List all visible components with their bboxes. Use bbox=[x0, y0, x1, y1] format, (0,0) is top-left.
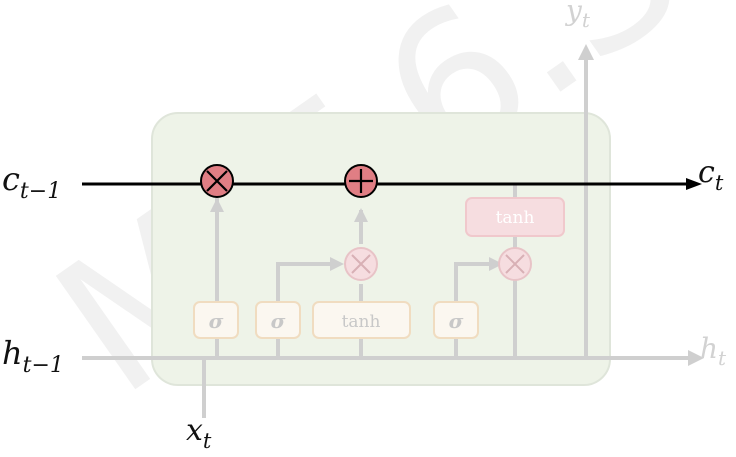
candidate-gate-label: tanh bbox=[342, 312, 381, 332]
forget-gate-label: σ bbox=[209, 309, 224, 333]
arrowhead-h-out bbox=[688, 350, 704, 366]
cell-prev-sub: t−1 bbox=[20, 179, 61, 204]
cell-prev-base: c bbox=[2, 160, 20, 198]
lstm-cell-body bbox=[151, 112, 611, 386]
hidden-prev-sub: t−1 bbox=[23, 353, 64, 378]
x-input-label: xt bbox=[186, 413, 212, 453]
output-tanh-label: tanh bbox=[496, 208, 535, 228]
gates: σ σ tanh σ tanh bbox=[193, 197, 565, 339]
cell-state-arrowhead bbox=[686, 178, 702, 190]
cell-output-label: ct bbox=[698, 155, 724, 195]
cell-output-sub: t bbox=[715, 171, 724, 195]
input-gate-label: σ bbox=[271, 309, 286, 333]
forget-gate-box bbox=[193, 301, 239, 339]
cell-output-base: c bbox=[698, 155, 715, 190]
cell-prev-label: ct−1 bbox=[2, 160, 61, 204]
arrowhead-output bbox=[489, 257, 503, 271]
hidden-output-sub: t bbox=[718, 346, 727, 370]
output-multiply-icon bbox=[505, 254, 525, 274]
output-mult-line bbox=[513, 280, 690, 360]
cell-add-icon bbox=[349, 169, 373, 193]
candidate-gate-box bbox=[312, 301, 411, 339]
y-output-sub: t bbox=[582, 8, 591, 32]
arrowhead-y-out bbox=[578, 44, 594, 60]
y-output-base: y bbox=[564, 0, 583, 27]
faded-operators bbox=[344, 247, 532, 281]
hidden-output-label: ht bbox=[700, 332, 727, 370]
hidden-output-base: h bbox=[700, 332, 718, 365]
x-input-sub: t bbox=[203, 429, 212, 453]
input-gate-box bbox=[255, 301, 301, 339]
labels: ct−1 ht−1 xt ct ht yt bbox=[2, 0, 727, 453]
arrowhead-forget bbox=[210, 198, 224, 212]
gray-arrowheads bbox=[210, 44, 704, 366]
arrowhead-add bbox=[354, 208, 368, 222]
input-multiply-icon bbox=[351, 254, 371, 274]
highlight-operators bbox=[200, 164, 378, 198]
forget-multiply-icon bbox=[206, 170, 228, 192]
output-tanh-box bbox=[465, 197, 565, 237]
x-input-base: x bbox=[186, 413, 203, 448]
hidden-prev-base: h bbox=[2, 334, 23, 372]
output-gate-label: σ bbox=[449, 309, 464, 333]
arrowhead-input bbox=[330, 257, 344, 271]
y-output-label: yt bbox=[564, 0, 591, 32]
hidden-prev-label: ht−1 bbox=[2, 334, 64, 378]
output-gate-box bbox=[433, 301, 479, 339]
